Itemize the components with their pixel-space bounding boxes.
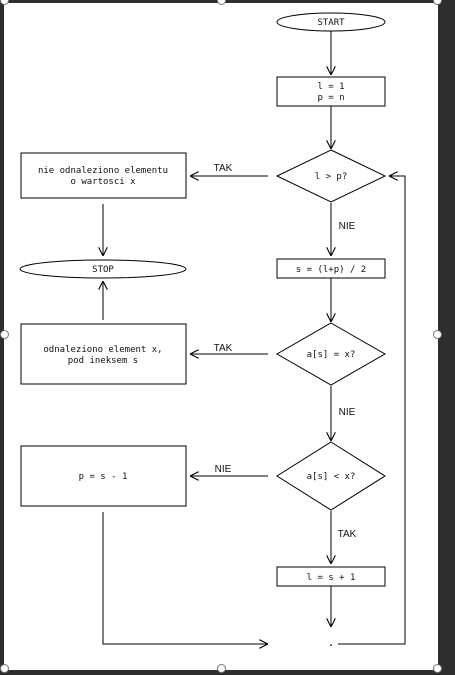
increment-l-box [276,566,386,587]
found-text-line1: odnaleziono element x, [43,345,162,355]
condition-less-than-x-text: a[s] < x? [307,472,356,482]
resize-handle-middle-right[interactable] [433,330,442,339]
arrow-dec-to-join [102,512,268,644]
not-found-output-box [20,152,187,199]
condition-l-gt-p [275,149,387,203]
start-text: START [317,18,345,28]
condition-equals-x [275,322,387,386]
init-process-box [276,76,386,107]
cond3-no-label: NIE [215,464,232,475]
resize-handle-top-center[interactable] [217,0,226,5]
resize-handle-bottom-left[interactable] [0,664,9,673]
not-found-text-line1: nie odnaleziono elementu [38,166,168,176]
increment-l-text: l = s + 1 [307,573,356,583]
init-text-line2: p = n [317,93,344,103]
not-found-text-line2: o wartosci x [70,177,136,187]
resize-handle-bottom-right[interactable] [433,664,442,673]
stop-terminator [19,259,187,279]
found-text-line2: pod ineksem s [68,356,138,366]
resize-handle-top-right[interactable] [433,0,442,5]
found-output-box [20,323,187,385]
cond1-yes-label: TAK [214,163,233,174]
condition-less-than-x [276,441,386,511]
cond2-yes-label: TAK [214,343,233,354]
cond2-no-label: NIE [339,407,356,418]
init-text-line1: l = 1 [317,82,344,92]
compute-mid-box [276,258,386,279]
compute-mid-text: s = (l+p) / 2 [296,265,366,275]
start-terminator [276,12,386,32]
arrow-loop-back [338,176,406,645]
condition-equals-x-text: a[s] = x? [307,350,356,360]
stop-text: STOP [92,265,114,275]
cond1-no-label: NIE [339,221,356,232]
decrement-p-box [20,445,187,507]
join-point: . [328,639,333,649]
decrement-p-text: p = s - 1 [79,472,128,482]
resize-handle-top-left[interactable] [0,0,9,5]
resize-handle-middle-left[interactable] [0,330,9,339]
cond3-yes-label: TAK [338,529,357,540]
condition-l-gt-p-text: l > p? [315,172,348,182]
resize-handle-bottom-center[interactable] [217,664,226,673]
